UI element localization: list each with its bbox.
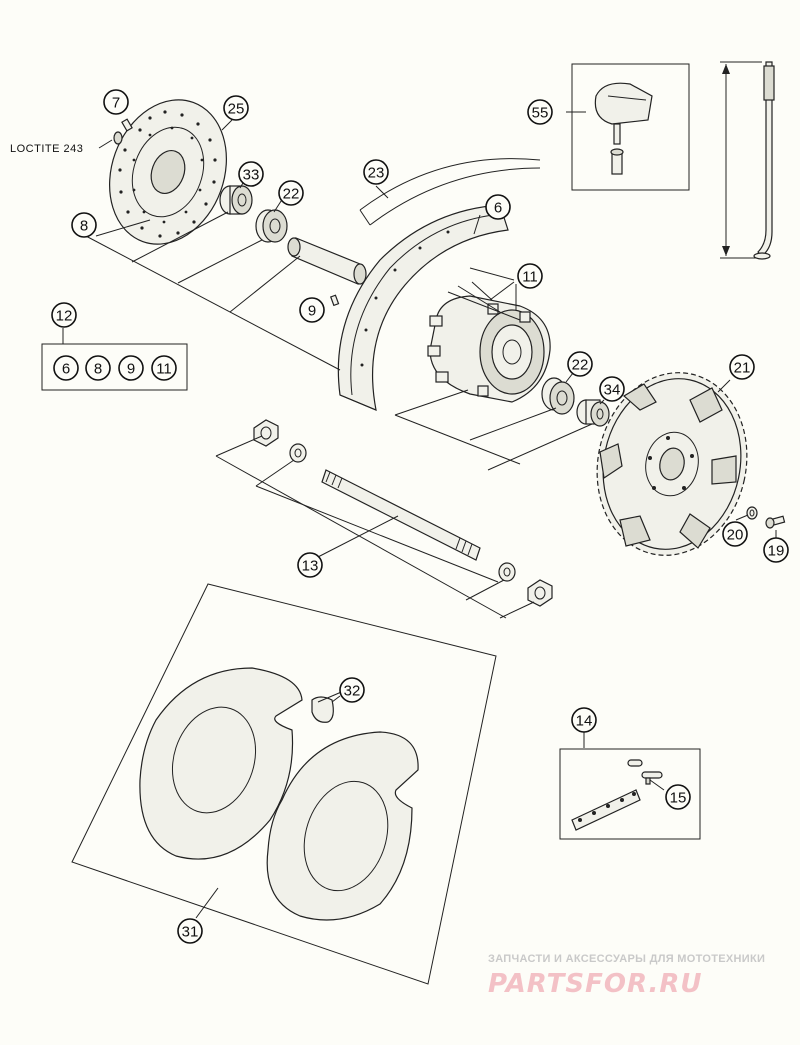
callout-20: 20 xyxy=(722,521,748,547)
callout-22a: 22 xyxy=(278,180,304,206)
callout-12-11: 11 xyxy=(151,355,177,381)
callout-12: 12 xyxy=(51,302,77,328)
callout-7: 7 xyxy=(103,89,129,115)
svg-text:15: 15 xyxy=(670,790,687,807)
svg-text:11: 11 xyxy=(522,269,538,286)
watermark-tagline: ЗАПЧАСТИ И АКСЕССУАРЫ ДЛЯ МОТОТЕХНИКИ xyxy=(488,953,765,965)
callout-8: 8 xyxy=(71,212,97,238)
callout-12-6: 6 xyxy=(53,355,79,381)
spacer-right xyxy=(576,399,610,427)
chain-master-link xyxy=(627,759,663,785)
brake-disc xyxy=(109,99,227,245)
bearing-left xyxy=(255,209,288,243)
svg-text:23: 23 xyxy=(368,165,385,182)
svg-text:20: 20 xyxy=(727,527,744,544)
callout-22b: 22 xyxy=(567,351,593,377)
gasket-right xyxy=(266,731,419,921)
callout-14: 14 xyxy=(571,707,597,733)
callout-33: 33 xyxy=(238,161,264,187)
svg-text:7: 7 xyxy=(112,95,120,112)
callout-55: 55 xyxy=(527,99,553,125)
callout-13: 13 xyxy=(297,552,323,578)
svg-text:31: 31 xyxy=(182,924,199,941)
svg-text:9: 9 xyxy=(127,361,135,378)
svg-text:34: 34 xyxy=(604,382,621,399)
svg-text:55: 55 xyxy=(532,105,549,122)
chain xyxy=(571,789,641,831)
callout-32: 32 xyxy=(339,677,365,703)
rim-tape xyxy=(359,158,541,226)
gasket-sheet xyxy=(71,583,497,985)
callout-12-8: 8 xyxy=(85,355,111,381)
svg-text:33: 33 xyxy=(243,167,260,184)
callout-11: 11 xyxy=(517,263,543,289)
valve-box xyxy=(571,63,690,191)
distance-tube xyxy=(287,237,367,285)
disc-bolt xyxy=(113,118,133,145)
rear-sprocket xyxy=(596,372,748,556)
spokes xyxy=(447,281,521,321)
callout-23: 23 xyxy=(363,159,389,185)
svg-text:11: 11 xyxy=(156,361,172,378)
svg-text:22: 22 xyxy=(572,357,589,374)
axle-nut-left xyxy=(253,419,279,447)
spoke-nipple xyxy=(329,294,340,307)
svg-text:19: 19 xyxy=(768,543,785,560)
axle-washer-left xyxy=(289,443,307,463)
kit-box xyxy=(41,343,188,391)
svg-text:14: 14 xyxy=(576,713,593,730)
bearing-right xyxy=(541,377,575,415)
axle-washer-right xyxy=(498,562,516,582)
svg-text:32: 32 xyxy=(344,683,361,700)
callout-15: 15 xyxy=(665,784,691,810)
watermark-logo: PARTSFOR.RU xyxy=(488,969,702,999)
svg-text:12: 12 xyxy=(56,308,73,325)
leader-lines xyxy=(62,111,777,919)
svg-text:22: 22 xyxy=(283,186,300,203)
svg-text:9: 9 xyxy=(308,303,316,320)
callout-34: 34 xyxy=(599,376,625,402)
loctite-label: LOCTITE 243 xyxy=(10,143,83,155)
chain-box xyxy=(559,748,701,840)
svg-text:25: 25 xyxy=(228,101,245,118)
spacer-left xyxy=(219,185,253,215)
svg-text:6: 6 xyxy=(62,361,70,378)
svg-text:21: 21 xyxy=(734,360,751,377)
svg-text:6: 6 xyxy=(494,200,502,217)
callout-25: 25 xyxy=(223,95,249,121)
callout-19: 19 xyxy=(763,537,789,563)
gasket-left xyxy=(139,667,303,860)
callout-9: 9 xyxy=(299,297,325,323)
svg-text:13: 13 xyxy=(302,558,319,575)
svg-text:8: 8 xyxy=(94,361,102,378)
tire-valve xyxy=(594,82,653,175)
svg-text:8: 8 xyxy=(80,218,88,235)
callouts: 7 25 33 22 8 9 23 6 11 55 12 6 8 9 11 22… xyxy=(51,89,789,944)
sprocket-bolt xyxy=(765,515,786,529)
sprocket-washer xyxy=(746,506,758,520)
callout-31: 31 xyxy=(177,918,203,944)
callout-6: 6 xyxy=(485,194,511,220)
callout-12-9: 9 xyxy=(118,355,144,381)
hub xyxy=(427,295,551,403)
callout-21: 21 xyxy=(729,354,755,380)
spoke-dimension xyxy=(720,61,775,260)
axle xyxy=(321,469,481,561)
axle-nut-right xyxy=(527,579,553,607)
